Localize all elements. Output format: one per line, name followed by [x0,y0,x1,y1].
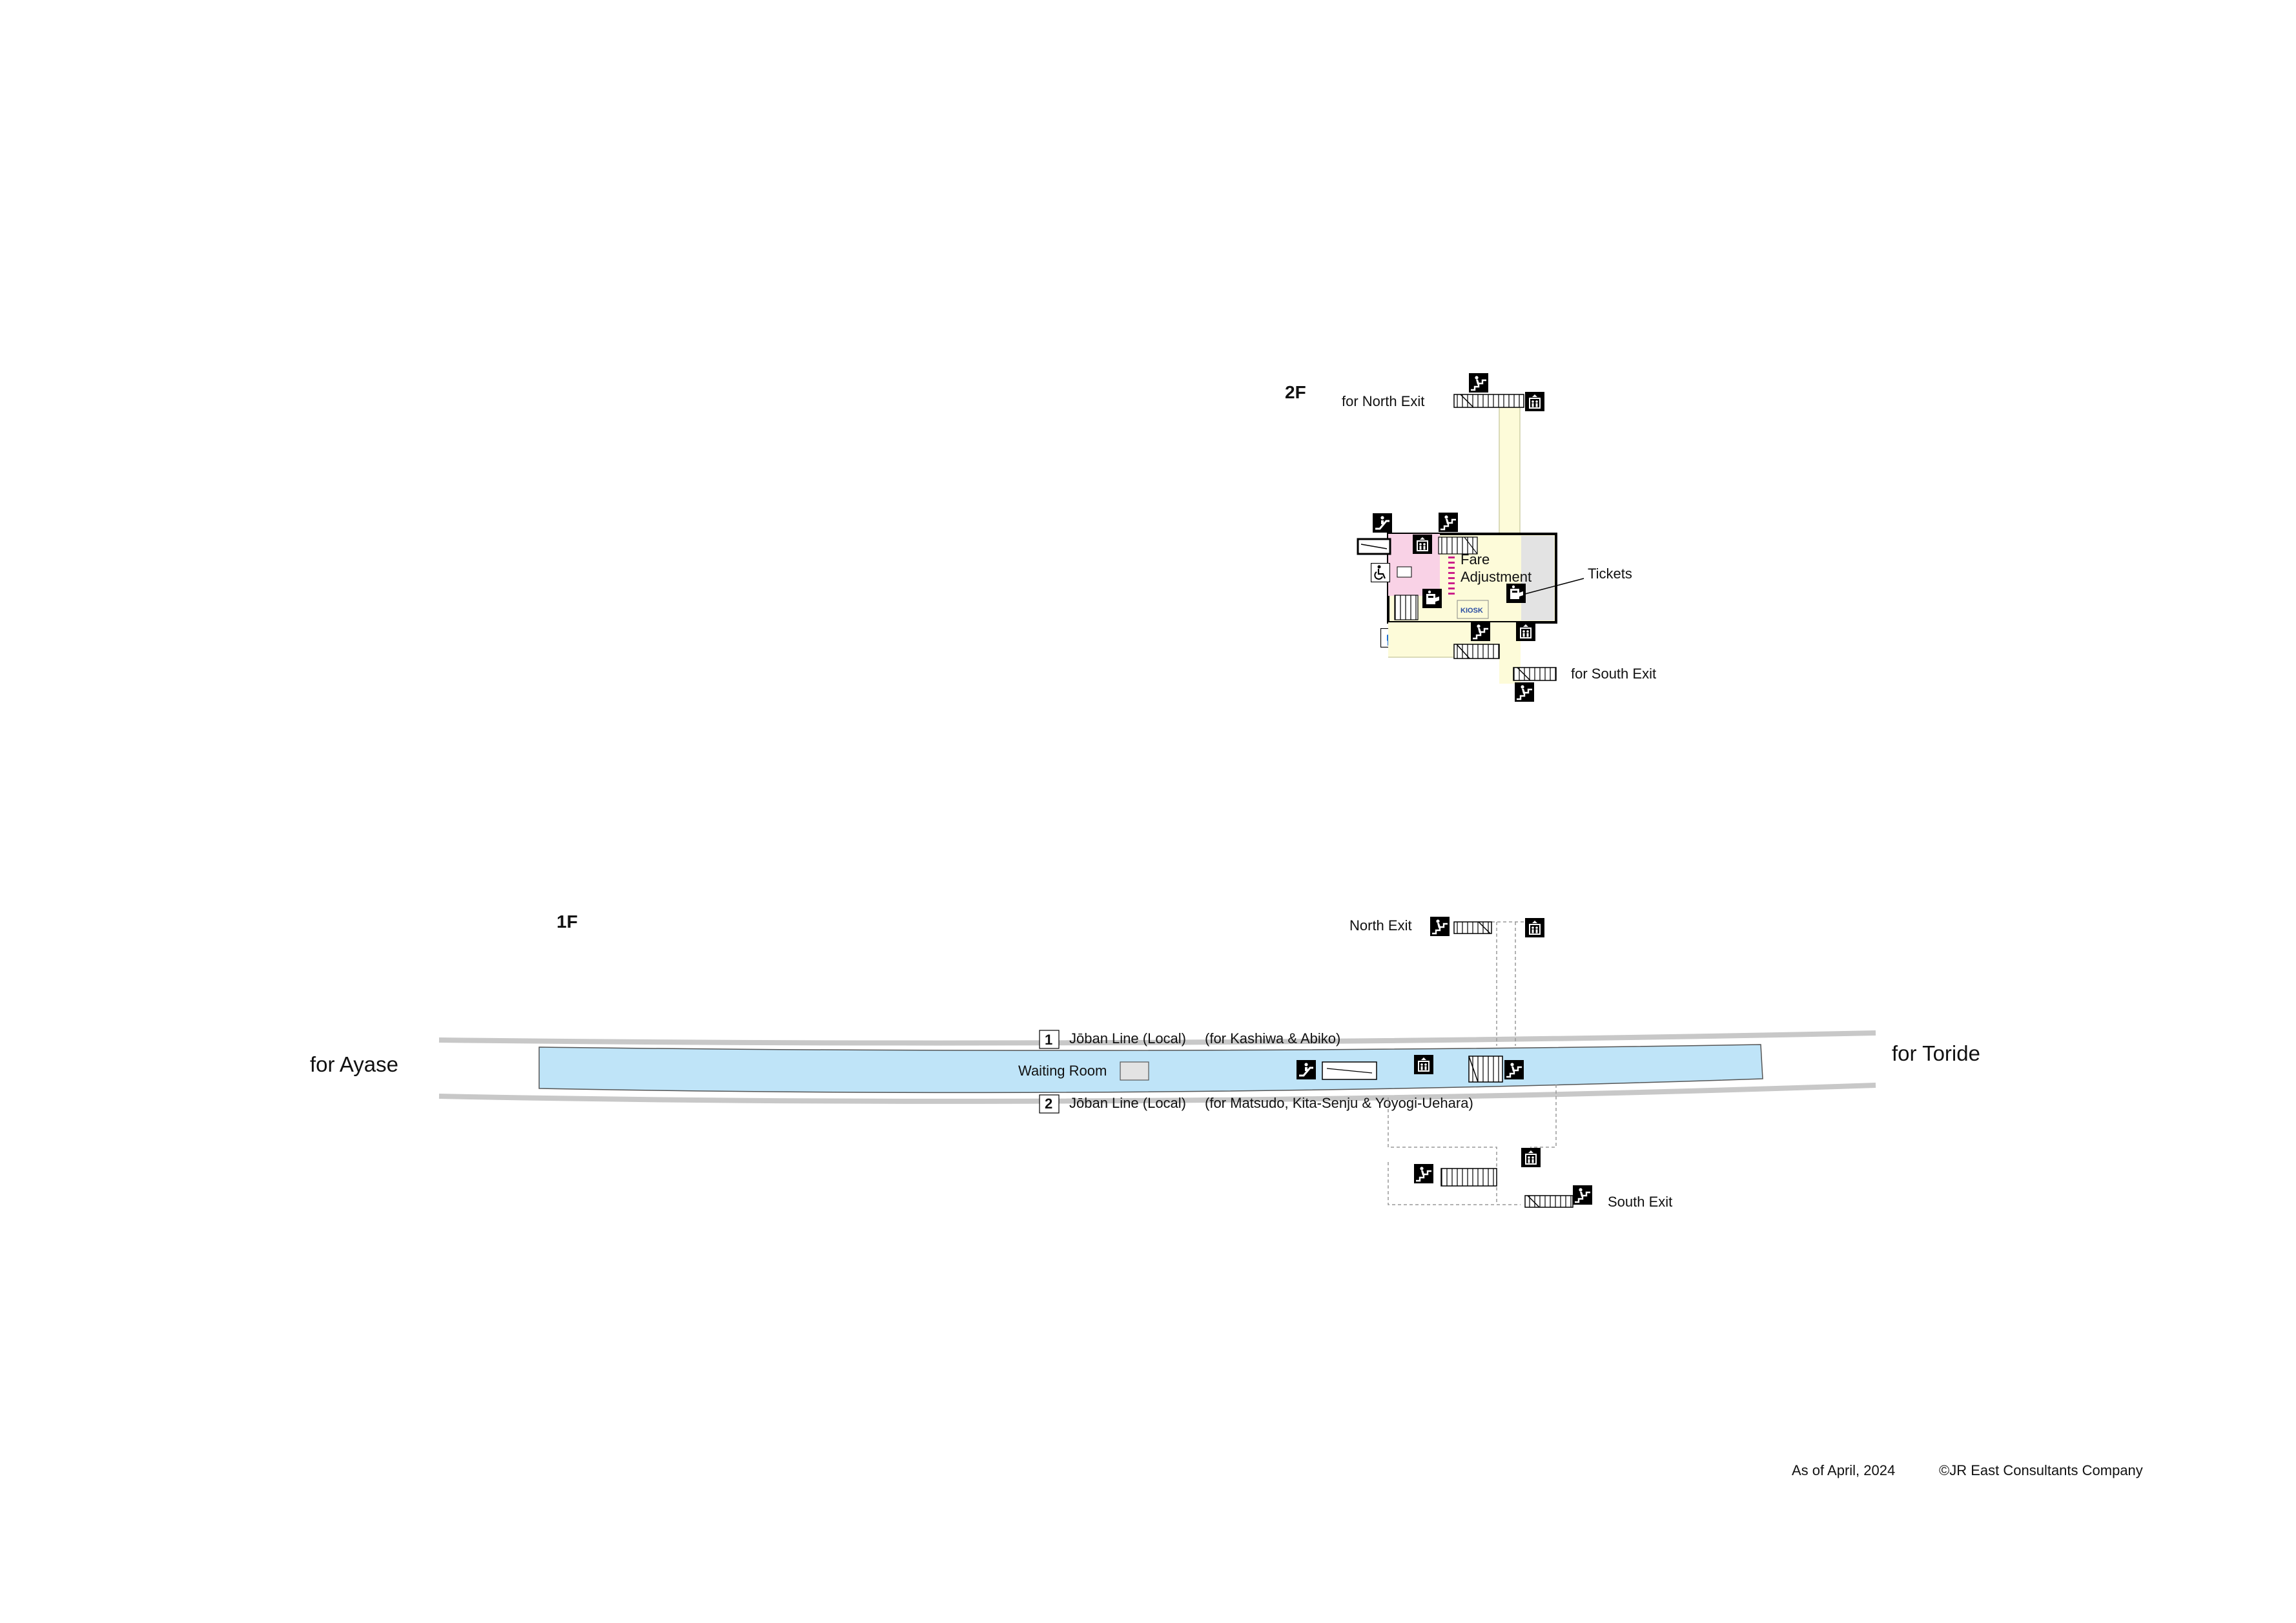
fare-adjustment-label-1: Fare [1461,551,1490,567]
stairs-icon [1573,1185,1592,1205]
lower-floor-label: 1F [557,912,578,932]
kiosk[interactable] [1457,600,1489,619]
platform-stairs[interactable] [1468,1056,1503,1083]
stairs-icon [1515,682,1534,702]
office-area [1521,536,1554,620]
track-1-number: 1 [1045,1032,1052,1048]
tickets-leader-line [1524,578,1584,595]
south-exit-label-1f: South Exit [1608,1194,1672,1210]
elevator-icon[interactable] [1414,1055,1433,1074]
south-stairs-1f[interactable] [1440,1168,1497,1187]
lower-floor-plan: 1F 1 Jōban Line (Local) (for Kashiwa & A… [310,912,1980,1210]
south-exit-label-2f: for South Exit [1571,666,1656,682]
elevator-icon[interactable] [1525,392,1544,411]
footer: As of April, 2024 ©JR East Consultants C… [1792,1462,2143,1478]
escalator-icon [1297,1060,1316,1079]
elevator-icon[interactable] [1516,622,1535,641]
elevator-icon[interactable] [1413,535,1432,554]
waiting-room-label: Waiting Room [1018,1063,1107,1079]
track-2-number: 2 [1045,1096,1052,1112]
tickets-label: Tickets [1588,566,1632,582]
upper-floor-label: 2F [1285,382,1306,402]
track-2-destination: (for Matsudo, Kita-Senju & Yoyogi-Uehara… [1205,1095,1473,1111]
south-inner-stairs[interactable] [1453,644,1500,659]
south-exit-stairs-1f[interactable] [1524,1195,1573,1208]
fare-adjustment-label-2: Adjustment [1461,569,1532,585]
stairs-icon [1414,1164,1433,1183]
south-exit-stairs-2f[interactable] [1513,667,1557,681]
accessible-toilet-icon[interactable] [1371,563,1390,582]
ticket-machine-icon[interactable] [1506,584,1526,603]
direction-east-label: for Toride [1892,1041,1980,1065]
north-corridor [1499,400,1521,536]
elevator-icon[interactable] [1521,1148,1541,1167]
copyright: ©JR East Consultants Company [1939,1462,2143,1478]
track-2-line: Jōban Line (Local) [1069,1095,1186,1111]
stairs-icon [1439,513,1458,532]
stairs-icon [1469,373,1488,393]
track-2-rail [438,1083,1876,1104]
stairs-icon [1504,1060,1524,1079]
stairs-icon [1471,622,1490,641]
stairs-icon [1430,917,1450,936]
escalator-icon [1373,513,1392,533]
island-platform [538,1044,1763,1094]
ticket-machine-icon[interactable] [1422,589,1442,608]
fare-gates [1448,556,1455,595]
inner-stairs-bottom[interactable] [1394,595,1419,620]
upper-floor-plan: 2F for North Exit [1285,373,1656,702]
north-exit-stairs-1f[interactable] [1453,921,1492,934]
as-of-date: As of April, 2024 [1792,1462,1895,1478]
elevator-icon[interactable] [1525,918,1544,937]
track-1-destination: (for Kashiwa & Abiko) [1205,1030,1340,1046]
direction-west-label: for Ayase [310,1052,398,1076]
north-exit-label-1f: North Exit [1349,917,1412,934]
south-exit-connection [1388,1085,1557,1205]
north-exit-stairs-2f[interactable] [1453,394,1524,408]
track-2-number-box [1039,1094,1060,1114]
waiting-room[interactable] [1120,1061,1149,1081]
track-1-line: Jōban Line (Local) [1069,1030,1186,1046]
north-exit-label-2f: for North Exit [1342,393,1424,409]
north-exit-connection [1491,921,1525,1046]
kiosk-label: KIOSK [1461,607,1483,615]
track-1-number-box [1039,1030,1060,1049]
track-1-rail [438,1030,1876,1046]
